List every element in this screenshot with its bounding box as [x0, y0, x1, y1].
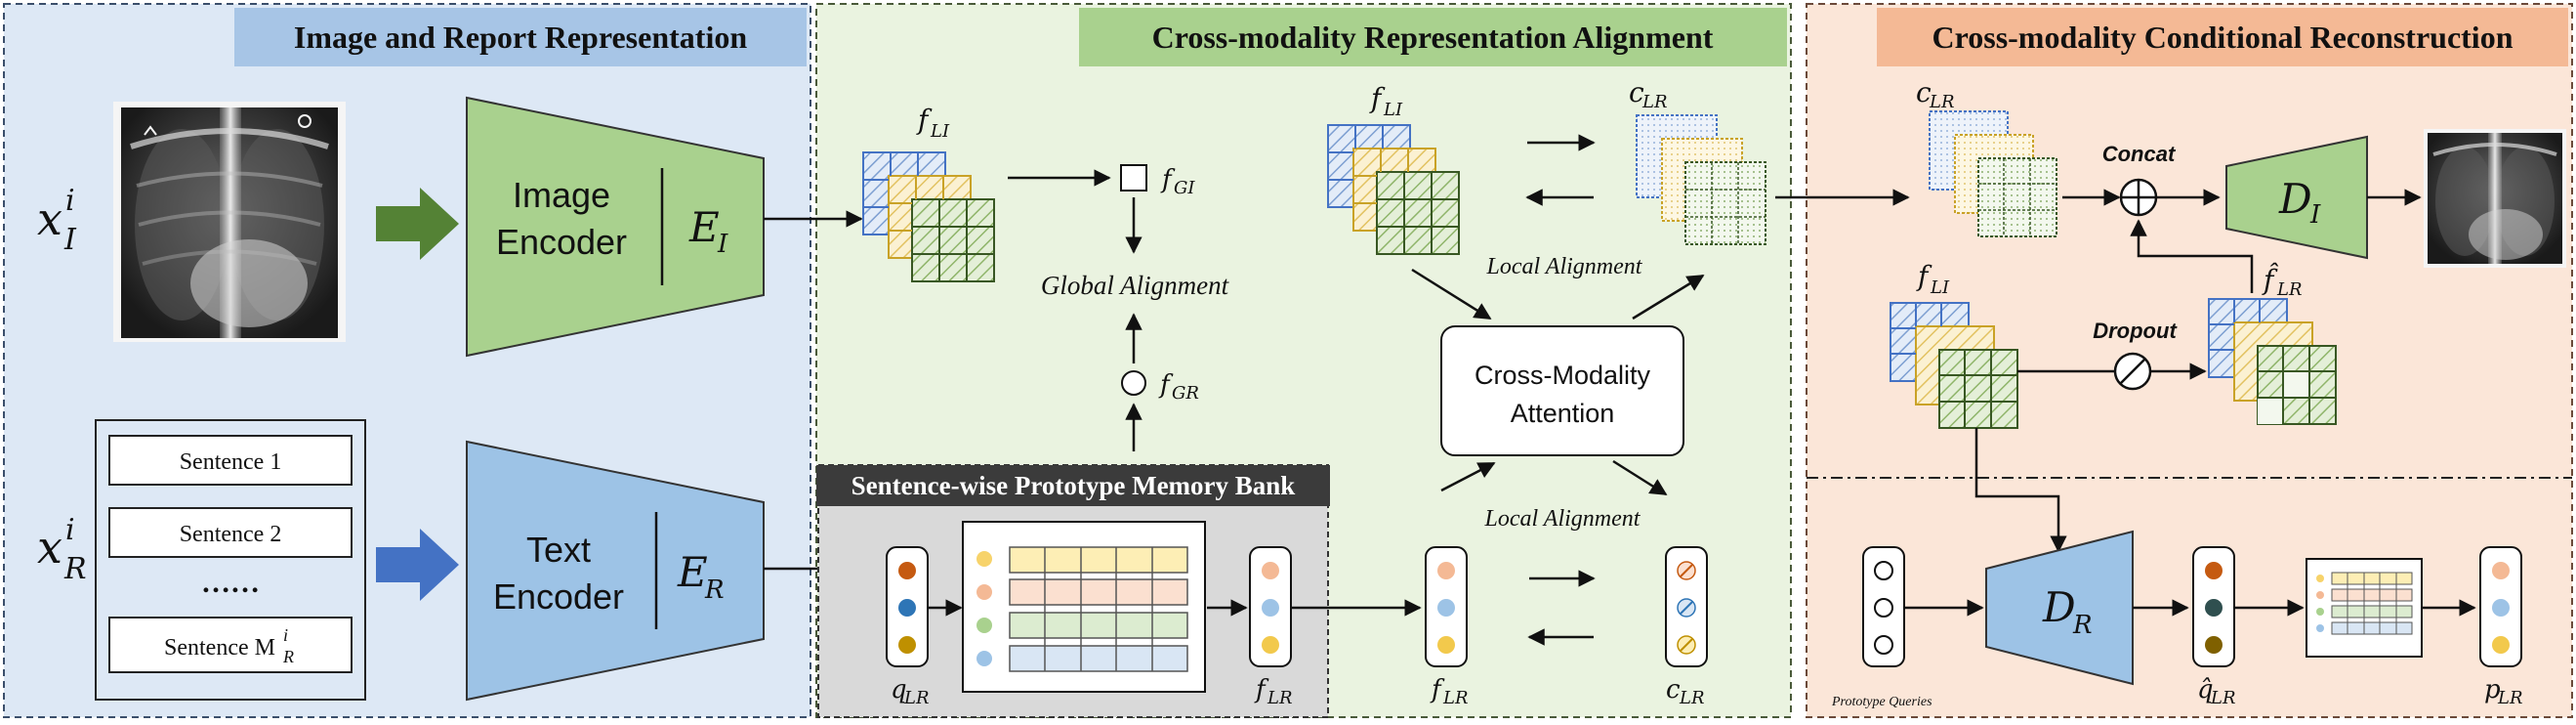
title-alignment: Cross-modality Representation Alignment: [1152, 20, 1714, 55]
p-LR-vector: [2479, 546, 2522, 667]
report-input-arrow: [376, 529, 459, 601]
input-image-sub: I: [63, 223, 77, 257]
image-encoder-symbol: E: [688, 203, 720, 251]
memory-bank-title: Sentence-wise Prototype Memory Bank: [852, 471, 1296, 500]
input-report-sub: R: [63, 552, 87, 586]
DR-sub: R: [2072, 611, 2093, 640]
fLI-sub-local: LI: [1383, 100, 1403, 120]
prototype-queries-label: Prototype Queries: [1831, 695, 1932, 709]
title-bar-alignment: [1079, 8, 1787, 66]
q-LR-sub: LR: [903, 688, 930, 708]
fGI-sub: GI: [1174, 178, 1195, 198]
memory-bank-title-bar: [816, 465, 1330, 506]
feature-stack-fLI-local: [1327, 124, 1460, 255]
sentence-1-box: [108, 435, 353, 486]
cLR-sub-alignment: LR: [1641, 92, 1668, 112]
sentence-last-sup: i: [283, 625, 288, 645]
fhat-LR-sub: LR: [2276, 279, 2303, 300]
cLR-stack-alignment: [1636, 114, 1766, 245]
fLI-to-DR-arrow: [1974, 428, 2067, 553]
fLI-to-attention-arrow: [1411, 268, 1492, 320]
cLR-label-alignment: c: [1629, 76, 1644, 108]
image-encoder-sub: I: [717, 230, 728, 259]
attention-label-1: Cross-Modality: [1475, 361, 1651, 390]
p-LR-sub: LR: [2497, 688, 2523, 708]
fGR-sub: GR: [1172, 383, 1199, 404]
attention-to-cLR-arrow: [1632, 274, 1705, 320]
f-LR-sub-memory: LR: [1267, 688, 1293, 708]
sentence-last-box: [108, 617, 353, 673]
title-reconstruction: Cross-modality Conditional Reconstructio…: [1932, 20, 2514, 55]
sentence-last-sub: R: [282, 647, 294, 666]
title-representation: Image and Report Representation: [294, 20, 747, 55]
sentence-1-label: Sentence 1: [180, 449, 282, 475]
cLR-sub-reconstruction: LR: [1929, 92, 1955, 112]
concat-label: Concat: [2102, 142, 2177, 166]
attention-to-cLR-bottom-arrow: [1612, 459, 1668, 496]
local-alignment-bottom-label: Local Alignment: [1484, 506, 1641, 532]
sentence-last-label: Sentence M: [164, 635, 275, 661]
q-hat-LR-label: q̂: [2197, 675, 2214, 704]
text-encoder-line2: Encoder: [493, 576, 624, 617]
local-alignment-top-label: Local Alignment: [1486, 254, 1643, 279]
q-hat-LR-vector: [2192, 546, 2235, 667]
title-bar-representation: [234, 8, 807, 66]
attention-label-2: Attention: [1511, 399, 1615, 428]
DI-symbol: D: [2278, 175, 2312, 223]
image-encoder-line1: Image: [513, 175, 610, 215]
fLR-to-attention-arrow: [1440, 461, 1496, 492]
c-LR-vector: [1665, 546, 1708, 667]
cross-modality-attention-box: [1440, 325, 1684, 456]
input-chest-xray: [113, 102, 346, 342]
input-report-symbol: x: [37, 521, 62, 574]
q-LR-label: q: [891, 675, 907, 704]
fLI-sub-reconstruction: LI: [1930, 277, 1950, 298]
report-decoder: [1985, 530, 2134, 686]
text-encoder-symbol: E: [677, 548, 708, 596]
cLR-label-reconstruction: c: [1916, 76, 1932, 108]
global-alignment-label: Global Alignment: [1041, 271, 1230, 300]
DR-symbol: D: [2042, 583, 2076, 631]
input-image-symbol: x: [37, 192, 62, 245]
f-LR-vector-alignment: [1425, 546, 1468, 667]
text-encoder: [466, 440, 765, 702]
q-hat-LR-sub: LR: [2210, 688, 2236, 708]
f-LR-vector-memory: [1249, 546, 1292, 667]
dropout-label: Dropout: [2093, 319, 2178, 343]
feature-stack-fhat-LR: [2208, 298, 2337, 425]
concat-icon: [2119, 178, 2158, 217]
prototype-queries-vector: [1862, 546, 1905, 667]
c-LR-label-vector: c: [1666, 675, 1681, 704]
fLI-sub-global: LI: [930, 121, 950, 142]
dropout-icon: [2113, 352, 2152, 391]
feature-stack-fLI-global: [862, 151, 995, 282]
sentence-ellipsis: ……: [201, 567, 260, 599]
input-report-sup: i: [65, 513, 75, 547]
DI-sub: I: [2309, 200, 2321, 230]
sentence-2-box: [108, 507, 353, 558]
text-encoder-line1: Text: [526, 530, 591, 570]
fhat-to-concat-arrow: [2130, 219, 2254, 293]
cLR-stack-reconstruction: [1929, 110, 2057, 237]
fGI-square: [1120, 164, 1147, 192]
title-bar-reconstruction: [1877, 8, 2568, 66]
image-decoder: [2225, 135, 2368, 260]
reconstructed-chest-xray: [2424, 129, 2566, 268]
sentence-2-label: Sentence 2: [180, 522, 282, 547]
q-LR-vector: [886, 546, 929, 667]
input-image-sup: i: [65, 184, 75, 218]
text-encoder-sub: R: [704, 576, 725, 605]
memory-bank-table: [962, 521, 1206, 693]
image-encoder-line2: Encoder: [496, 222, 627, 262]
image-encoder: [466, 96, 765, 358]
image-input-arrow: [376, 188, 459, 260]
p-LR-label: p: [2484, 675, 2501, 704]
f-LR-sub-alignment: LR: [1442, 688, 1469, 708]
c-LR-sub-vector: LR: [1679, 688, 1705, 708]
feature-stack-fLI-reconstruction: [1890, 302, 2018, 429]
fGR-circle: [1121, 370, 1146, 396]
reconstruction-memory-table: [2306, 558, 2423, 658]
